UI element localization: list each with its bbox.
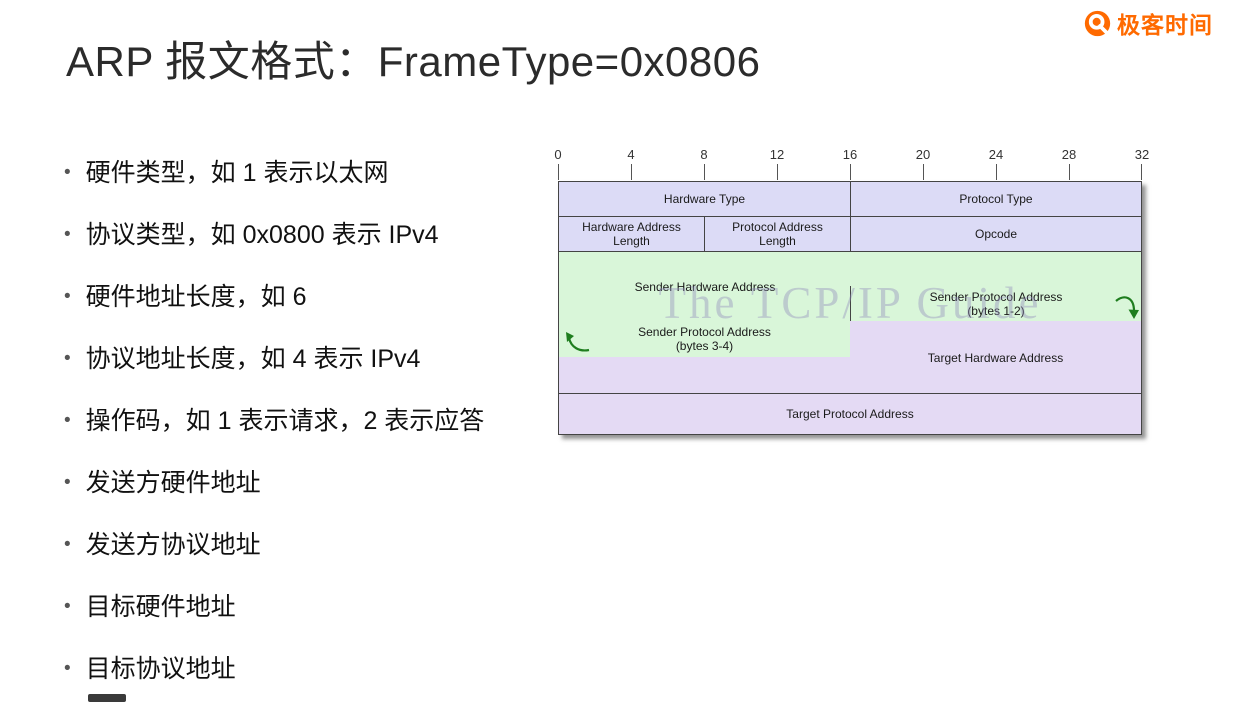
bullet-text: 操作码，如 1 表示请求，2 表示应答 <box>85 407 485 435</box>
ruler-tick <box>777 164 778 180</box>
bullet-text: 发送方硬件地址 <box>85 469 261 497</box>
bullet-dot: • <box>64 534 71 555</box>
field-label: Hardware Type <box>663 192 746 206</box>
bullet-item: • 发送方协议地址 <box>64 532 544 558</box>
field-target-hardware-address-overflow <box>558 357 851 394</box>
ruler-label: 32 <box>1134 147 1150 162</box>
bullet-text: 硬件地址长度，如 6 <box>85 283 307 311</box>
bullet-item: • 操作码，如 1 表示请求，2 表示应答 <box>64 408 544 434</box>
bullet-text: 协议地址长度，如 4 表示 IPv4 <box>85 345 421 373</box>
ruler-label: 20 <box>915 147 931 162</box>
ruler-tick <box>704 164 705 180</box>
field-hardware-address-length: Hardware Address Length <box>558 216 705 252</box>
bullet-item: • 目标协议地址 <box>64 656 544 682</box>
bullet-dot: • <box>64 162 71 183</box>
field-sender-protocol-address-bytes-3-4: Sender Protocol Address (bytes 3-4) <box>558 321 851 358</box>
page-title: ARP 报文格式：FrameType=0x0806 <box>66 38 761 85</box>
field-protocol-type: Protocol Type <box>850 181 1142 217</box>
ruler-label: 4 <box>627 147 635 162</box>
bullet-item: • 协议地址长度，如 4 表示 IPv4 <box>64 346 544 372</box>
field-label: Sender Protocol Address (bytes 1-2) <box>929 289 1063 318</box>
bullet-item: • 发送方硬件地址 <box>64 470 544 496</box>
brand-logo: 极客时间 <box>1084 6 1213 40</box>
bullet-item: • 硬件类型，如 1 表示以太网 <box>64 160 544 186</box>
slide: ARP 报文格式：FrameType=0x0806 极客时间 • 硬件类型，如 1… <box>64 6 1213 702</box>
ruler-tick <box>1069 164 1070 180</box>
bullet-item: • 硬件地址长度，如 6 <box>64 284 544 310</box>
field-target-hardware-address: Target Hardware Address <box>850 321 1142 394</box>
field-label: Target Protocol Address <box>786 407 914 421</box>
field-label: Protocol Type <box>959 192 1033 206</box>
brand-name: 极客时间 <box>1117 12 1213 38</box>
bullet-list: • 硬件类型，如 1 表示以太网 • 协议类型，如 0x0800 表示 IPv4 •… <box>64 160 544 718</box>
ruler-label: 0 <box>554 147 562 162</box>
field-label: Target Hardware Address <box>927 350 1064 365</box>
field-label: Hardware Address Length <box>582 220 681 248</box>
ruler-tick <box>631 164 632 180</box>
field-protocol-address-length: Protocol Address Length <box>704 216 851 252</box>
bullet-text: 硬件类型，如 1 表示以太网 <box>85 159 389 187</box>
bullet-dot: • <box>64 348 71 369</box>
ruler-tick <box>558 164 559 180</box>
field-label: Sender Protocol Address (bytes 3-4) <box>638 325 771 353</box>
arp-packet-diagram: Hardware Type Protocol Type Hardware Add… <box>558 181 1142 435</box>
bullet-text: 目标协议地址 <box>85 655 236 683</box>
ruler-tick <box>923 164 924 180</box>
bullet-dot: • <box>64 286 71 307</box>
field-opcode: Opcode <box>850 216 1142 252</box>
field-sender-hardware-address: Sender Hardware Address <box>558 251 851 322</box>
ruler-label: 16 <box>842 147 858 162</box>
bullet-dot: • <box>64 410 71 431</box>
bullet-item: • 协议类型，如 0x0800 表示 IPv4 <box>64 222 544 248</box>
field-target-protocol-address: Target Protocol Address <box>558 393 1142 435</box>
bullet-dot: • <box>64 472 71 493</box>
field-label: Protocol Address Length <box>732 220 823 248</box>
ruler-label: 24 <box>988 147 1004 162</box>
ruler-label: 12 <box>769 147 785 162</box>
bullet-dot: • <box>64 596 71 617</box>
field-sender-hardware-address-overflow <box>850 251 1142 287</box>
wrap-arrow-up-icon <box>566 332 590 352</box>
bullet-dot: • <box>64 658 71 679</box>
field-hardware-type: Hardware Type <box>558 181 851 217</box>
field-sender-protocol-address-bytes-1-2: Sender Protocol Address (bytes 1-2) <box>850 286 1142 322</box>
field-label: Sender Hardware Address <box>634 279 776 294</box>
bullet-text: 协议类型，如 0x0800 表示 IPv4 <box>85 221 439 249</box>
bullet-item: • 目标硬件地址 <box>64 594 544 620</box>
bullet-dot: • <box>64 224 71 245</box>
field-label: Opcode <box>974 227 1018 241</box>
bit-ruler: 0 4 8 12 16 20 24 28 32 <box>554 147 1149 180</box>
bullet-text: 目标硬件地址 <box>85 593 236 621</box>
cutoff-shape <box>88 694 126 702</box>
wrap-arrow-down-icon <box>1115 296 1139 319</box>
ruler-tick <box>1141 164 1142 180</box>
ruler-tick <box>850 164 851 180</box>
bullet-text: 发送方协议地址 <box>85 531 261 559</box>
ruler-label: 28 <box>1061 147 1077 162</box>
geektime-logo-icon <box>1084 10 1111 36</box>
ruler-label: 8 <box>700 147 708 162</box>
ruler-tick <box>996 164 997 180</box>
